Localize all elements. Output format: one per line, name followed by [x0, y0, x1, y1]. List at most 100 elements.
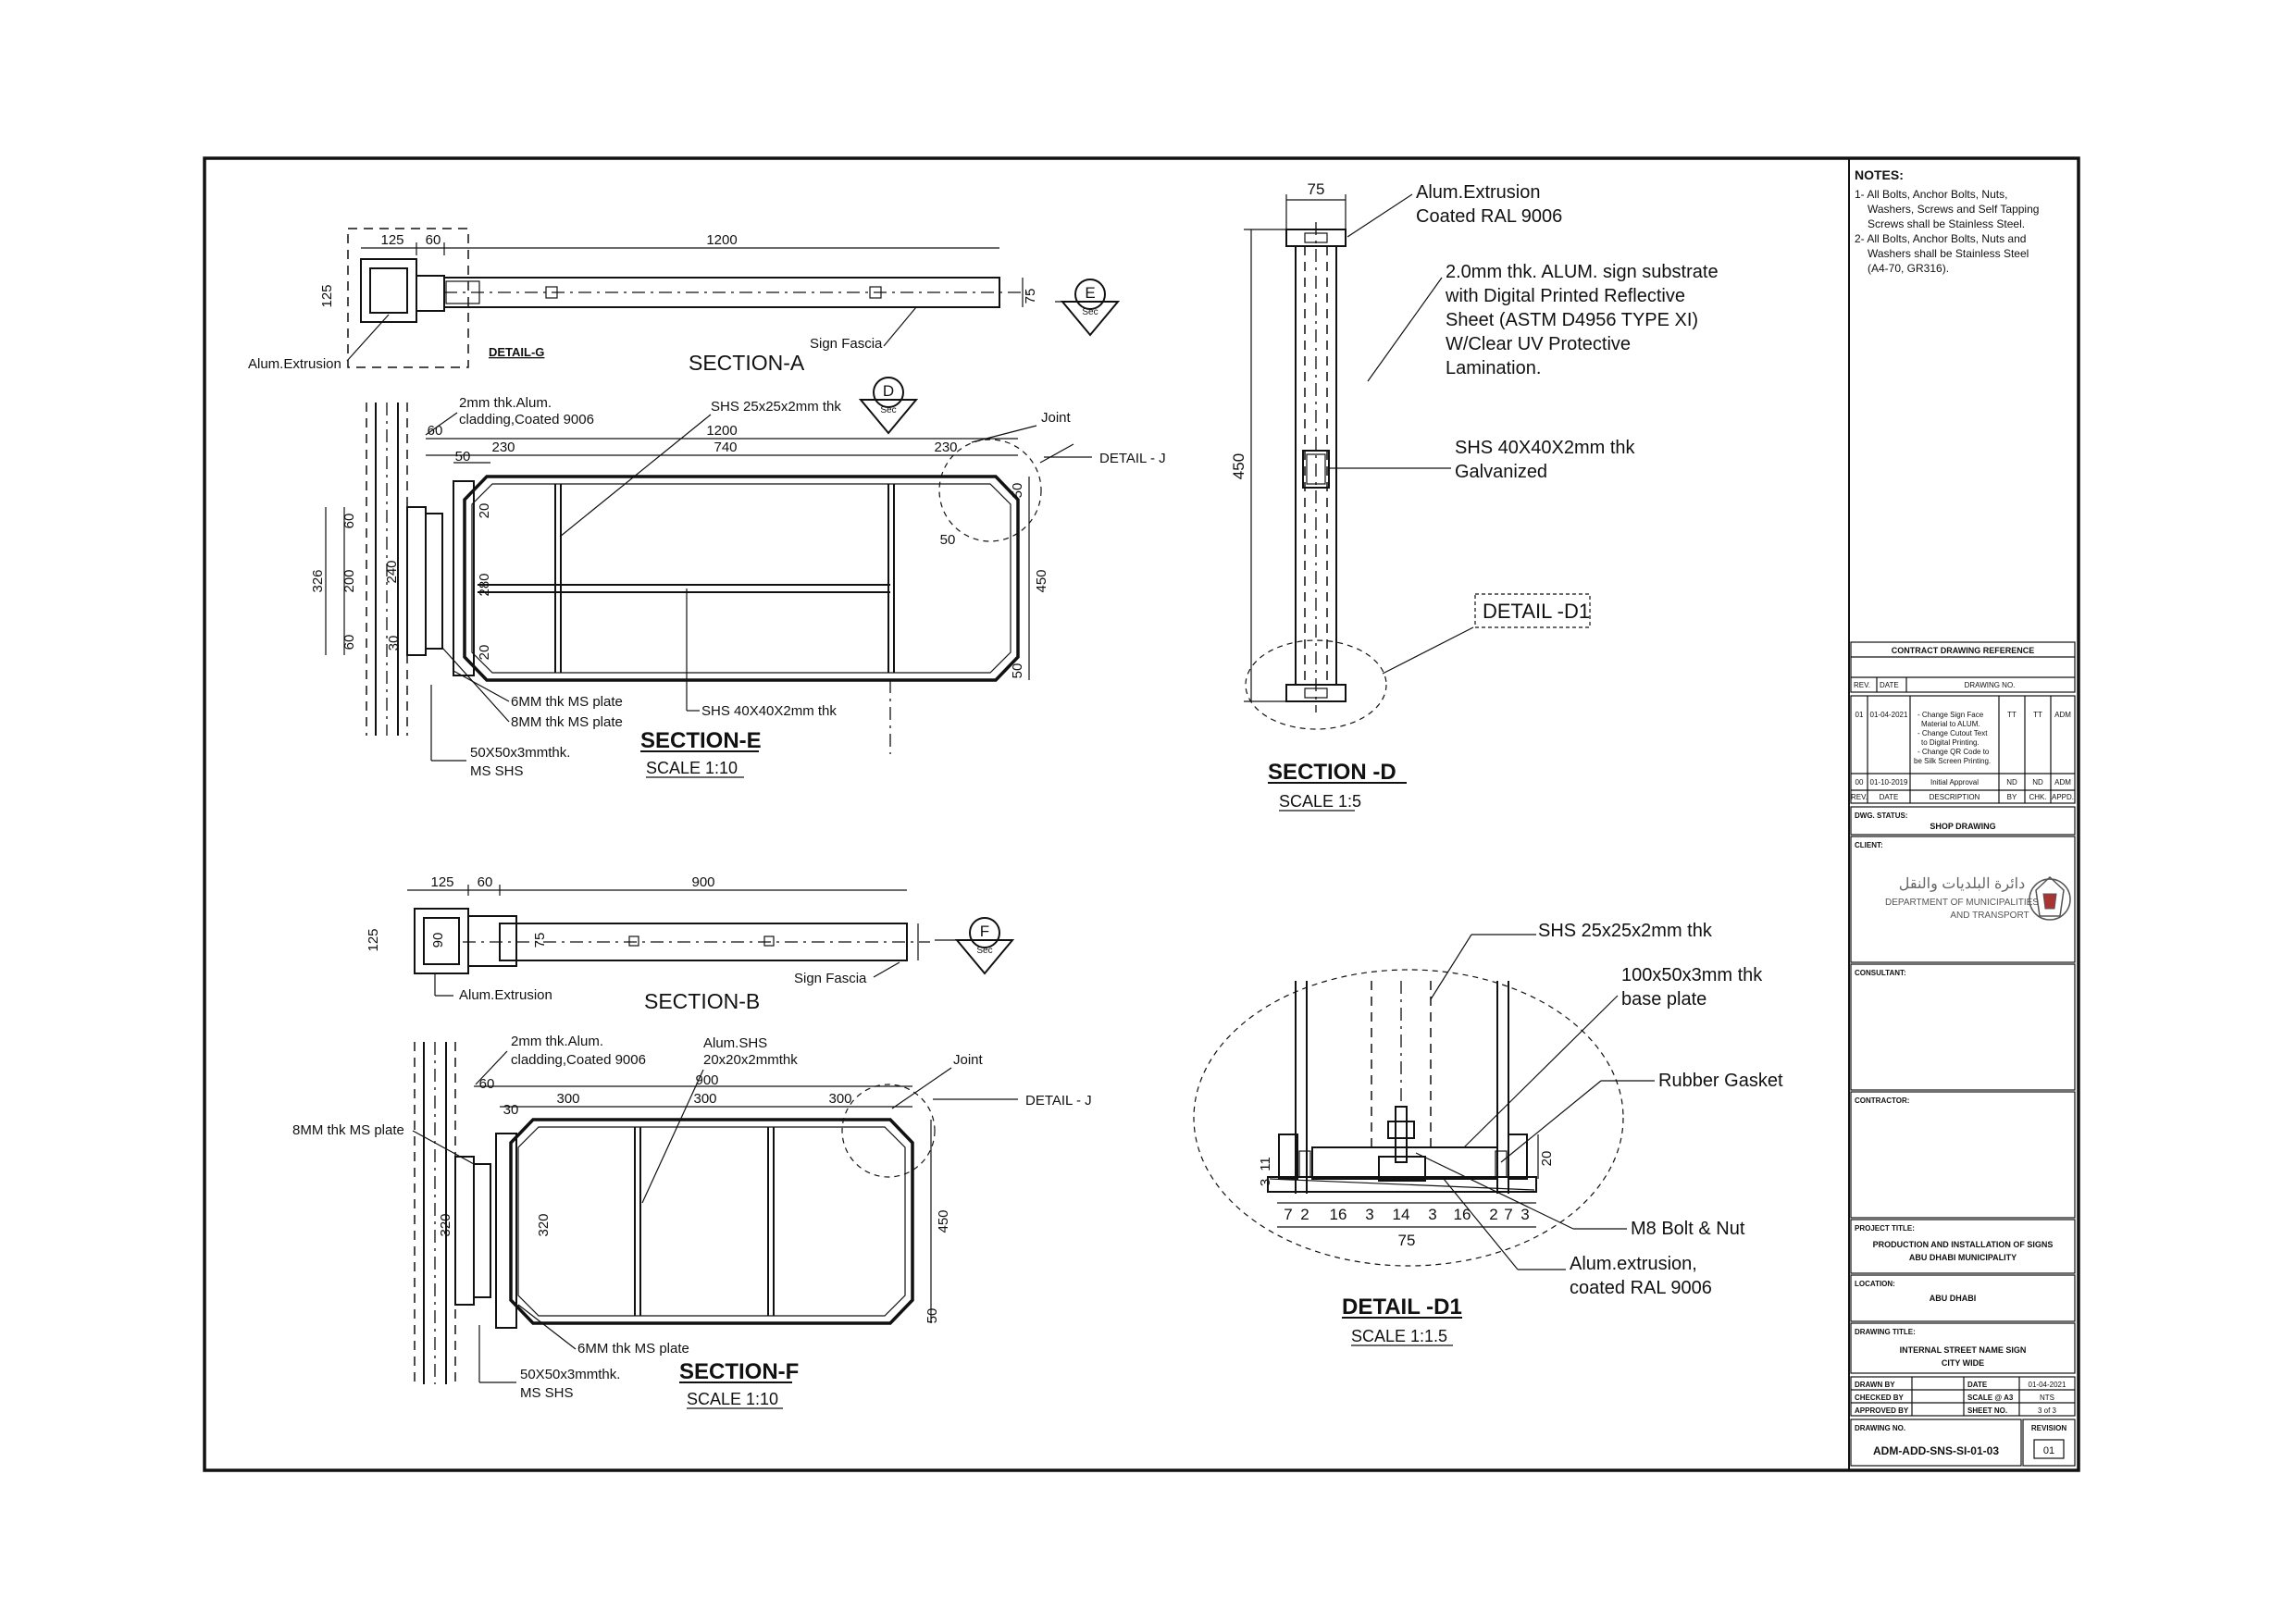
rev-date: 01-04-2021: [1870, 711, 1908, 719]
label-ms-shs-f: 50X50x3mmthk.: [520, 1367, 620, 1382]
section-b-title: SECTION-B: [644, 989, 760, 1013]
dim-label: 3: [1428, 1206, 1436, 1223]
dim-label: 7: [1284, 1206, 1292, 1223]
rev-chk: ND: [2032, 778, 2043, 787]
rev-hdr: APPD.: [2052, 793, 2074, 801]
contractor-label: CONTRACTOR:: [1855, 1096, 1909, 1105]
dim-label: 50: [925, 1308, 940, 1324]
drawing-title: CITY WIDE: [1942, 1358, 1984, 1368]
detail-d1-title: DETAIL -D1: [1342, 1295, 1462, 1319]
dim-label: 240: [384, 560, 400, 583]
label-ms-shs: 50X50x3mmthk.: [470, 745, 570, 761]
contract-ref-heading: CONTRACT DRAWING REFERENCE: [1892, 646, 2035, 655]
label-ms-shs-f: MS SHS: [520, 1385, 574, 1401]
dim-label: 90: [430, 933, 446, 948]
section-marker-f: F: [980, 923, 989, 940]
detail-d1-view: 3 11 20 7 2 16 3 14 3 16 2 7 3 75 SHS 25…: [1193, 921, 1783, 1346]
dim-label: 125: [380, 232, 403, 248]
sheet-border: [203, 156, 2080, 1472]
note-line: Washers shall be Stainless Steel: [1868, 247, 2029, 260]
drawing-title: INTERNAL STREET NAME SIGN: [1900, 1345, 2027, 1355]
dim-label: 230: [934, 440, 957, 455]
detail-d1-dim-row: 7 2 16 3 14 3 16 2 7 3: [1284, 1206, 1529, 1223]
project-title: PRODUCTION AND INSTALLATION OF SIGNS: [1873, 1240, 2054, 1249]
client-name-en: AND TRANSPORT: [1950, 911, 2029, 921]
date-label: DATE: [1967, 1381, 1988, 1389]
section-marker-f-sub: Sec: [976, 946, 992, 956]
dim-label: 16: [1330, 1206, 1347, 1223]
dim-label: 20: [477, 645, 492, 661]
contract-rev-hdr: REV.: [1854, 681, 1870, 689]
label-shs40-d: Galvanized: [1455, 462, 1547, 482]
dim-label: 75: [1023, 289, 1038, 304]
dim-label: 30: [503, 1102, 519, 1118]
label-substrate: with Digital Printed Reflective: [1445, 286, 1685, 306]
section-marker-e-sub: Sec: [1082, 307, 1098, 317]
location-label: LOCATION:: [1855, 1280, 1895, 1288]
label-m8-bolt: M8 Bolt & Nut: [1631, 1219, 1745, 1239]
dim-label: 320: [438, 1213, 453, 1236]
label-joint-f: Joint: [953, 1052, 984, 1068]
section-f-view: 60 900 30 300 300 300 320 320 450 50 Joi…: [292, 1034, 1092, 1409]
rev-num: 01: [1855, 711, 1864, 719]
dim-label: 125: [319, 284, 335, 307]
rev-appd: ADM: [2054, 711, 2071, 719]
dim-label: 60: [341, 514, 357, 529]
dim-label: 125: [430, 874, 453, 890]
rev-chk: TT: [2033, 711, 2042, 719]
note-line: (A4-70, GR316).: [1868, 262, 1949, 275]
label-joint: Joint: [1041, 410, 1072, 426]
rev-hdr: BY: [2007, 793, 2017, 801]
rev-desc: Material to ALUM.: [1921, 720, 1980, 728]
dim-label: 60: [428, 423, 443, 439]
rev-by: ND: [2006, 778, 2017, 787]
label-detail-g: DETAIL-G: [489, 345, 544, 359]
label-base-plate: 100x50x3mm thk: [1621, 965, 1763, 985]
rev-desc: to Digital Printing.: [1921, 738, 1980, 747]
project-label: PROJECT TITLE:: [1855, 1224, 1915, 1233]
title-block: CONTRACT DRAWING REFERENCE REV. DATE DRA…: [1850, 641, 2076, 1467]
dim-label: 2: [1489, 1206, 1497, 1223]
project-title: ABU DHABI MUNICIPALITY: [1909, 1253, 2017, 1262]
drawn-by-label: DRAWN BY: [1855, 1381, 1895, 1389]
dim-label: 1200: [706, 232, 737, 248]
label-alum-extrusion-d1: Alum.extrusion,: [1570, 1254, 1697, 1274]
label-plate-6mm: 6MM thk MS plate: [511, 694, 623, 710]
contract-date-hdr: DATE: [1880, 681, 1899, 689]
dim-label: 11: [1258, 1157, 1273, 1171]
scale-label: SCALE @ A3: [1967, 1394, 2014, 1402]
dim-label: 300: [556, 1091, 579, 1107]
label-rubber-gasket: Rubber Gasket: [1658, 1071, 1783, 1091]
label-plate-8mm: 8MM thk MS plate: [511, 714, 623, 730]
rev-desc: be Silk Screen Printing.: [1914, 757, 1991, 765]
status-label: DWG. STATUS:: [1855, 812, 1907, 820]
dim-label: 320: [536, 1213, 552, 1236]
client-label: CLIENT:: [1855, 841, 1883, 849]
contract-dwgno-hdr: DRAWING NO.: [1965, 681, 2016, 689]
dim-label: 60: [341, 635, 357, 650]
client-name-en: DEPARTMENT OF MUNICIPALITIES: [1885, 898, 2039, 908]
dim-label: 450: [1230, 453, 1247, 479]
dim-label: 3: [1258, 1179, 1273, 1186]
rev-desc: Initial Approval: [1930, 778, 1979, 787]
section-a-view: 125 60 1200 125 75 E Sec Alum.Extrusion …: [248, 228, 1121, 375]
client-arabic: دائرة البلديات والنقل: [1899, 876, 2025, 892]
label-detail-j: DETAIL - J: [1099, 451, 1166, 466]
drawing-no-label: DRAWING NO.: [1855, 1424, 1905, 1432]
note-line: 2- All Bolts, Anchor Bolts, Nuts and: [1855, 232, 2026, 245]
checked-by-label: CHECKED BY: [1855, 1394, 1905, 1402]
dim-label: 230: [491, 440, 515, 455]
consultant-label: CONSULTANT:: [1855, 969, 1906, 977]
section-e-title: SECTION-E: [640, 728, 762, 753]
label-cladding: cladding,Coated 9006: [459, 412, 594, 427]
section-e-view: 60 1200 230 740 230 50 50 50 450 50 326 …: [310, 377, 1166, 779]
approved-by-label: APPROVED BY: [1855, 1406, 1909, 1415]
revision-value: 01: [2043, 1445, 2054, 1456]
dim-label: 300: [693, 1091, 716, 1107]
dim-label: 450: [936, 1209, 951, 1233]
label-detail-j-f: DETAIL - J: [1025, 1093, 1092, 1109]
section-d-scale: SCALE 1:5: [1279, 792, 1361, 811]
scale-value: NTS: [2040, 1394, 2054, 1402]
section-a-title: SECTION-A: [689, 351, 805, 375]
